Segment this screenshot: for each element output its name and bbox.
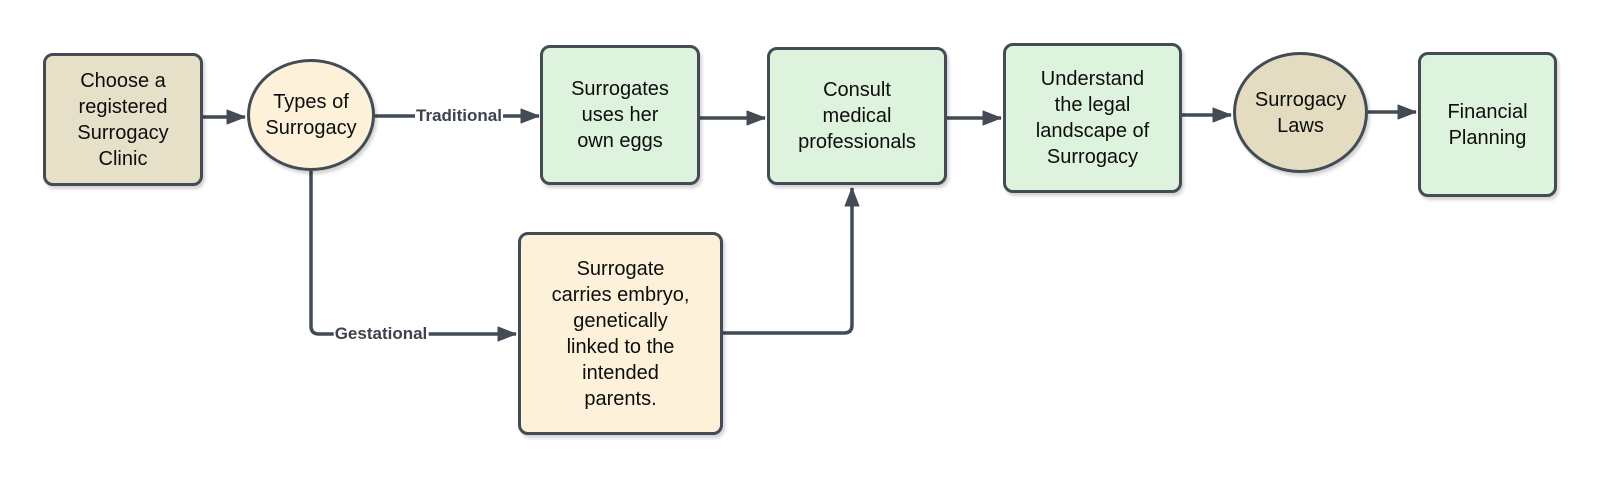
node-choose-registered-surrogacy-clinic: Choose a registered Surrogacy Clinic	[43, 53, 203, 186]
edge-gestational-to-consult	[723, 187, 860, 335]
edge-label-traditional: Traditional	[415, 106, 503, 126]
node-surrogate-carries-embryo: Surrogate carries embryo, genetically li…	[518, 232, 723, 435]
edge-types-to-gestational	[309, 171, 517, 342]
node-surrogacy-laws: Surrogacy Laws	[1233, 52, 1368, 173]
node-types-of-surrogacy: Types of Surrogacy	[247, 59, 375, 171]
node-financial-planning: Financial Planning	[1418, 52, 1557, 197]
node-understand-legal-landscape: Understand the legal landscape of Surrog…	[1003, 43, 1182, 193]
node-surrogates-uses-own-eggs: Surrogates uses her own eggs	[540, 45, 700, 185]
edge-label-gestational: Gestational	[333, 324, 429, 344]
node-consult-medical-professionals: Consult medical professionals	[767, 47, 947, 185]
